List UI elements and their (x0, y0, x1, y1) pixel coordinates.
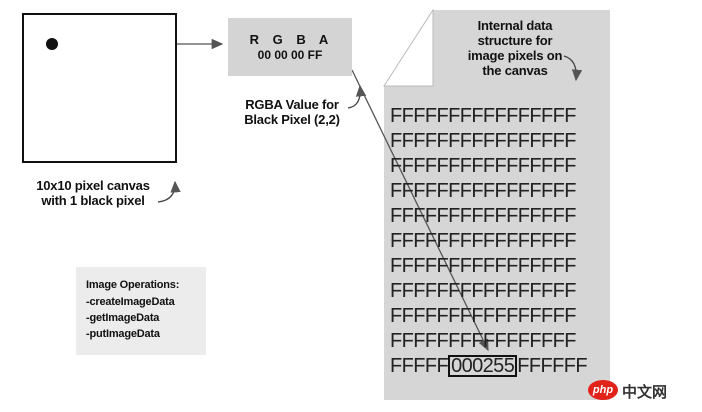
page-fold (383, 8, 434, 87)
rgba-to-data-arrow (351, 69, 489, 352)
rgba-box: R G B A 00 00 00 FF (228, 18, 352, 76)
pixel-data-row: FFFFFFFFFFFFFFFF (390, 305, 576, 327)
watermark-logo: php (588, 380, 618, 400)
operation-item: -getImageData (86, 312, 160, 324)
image-operations-box: Image Operations: -createImageData -getI… (76, 267, 206, 355)
data-page-caption-line1: Internal data (477, 18, 553, 33)
data-page (384, 10, 610, 400)
pixel-data-row: FFFFFFFFFFFFFFFF (390, 255, 576, 277)
pixel-data-row: FFFFFFFFFFFFFFFF (390, 205, 576, 227)
canvas-caption-hook-arrow (157, 180, 181, 203)
data-page-caption-line2: structure for (477, 33, 553, 48)
page-caption-hook-arrow (563, 55, 583, 82)
data-page-caption-line3: image pixels on (467, 48, 563, 63)
pixel-data-row: FFFFFFFFFFFFFFFF (390, 180, 576, 202)
rgba-caption-line2: Black Pixel (2,2) (244, 112, 340, 127)
pixel-data-row: FFFFFFFFFFFFFFFF (390, 330, 576, 352)
operations-title: Image Operations: (86, 279, 180, 291)
canvas-caption-line1: 10x10 pixel canvas (36, 178, 150, 193)
black-pixel-value-highlight: 000255 (448, 355, 518, 377)
pixel-data-row: FFFFFFFFFFFFFFFF (390, 130, 576, 152)
pixel-data-row: FFFFFFFFFFFFFFFF (390, 105, 576, 127)
last-row-prefix: FFFFF (390, 355, 449, 377)
rgba-caption-line1: RGBA Value for (245, 97, 339, 112)
rgba-caption: RGBA Value for Black Pixel (2,2) (232, 97, 352, 127)
rgba-value: 00 00 00 FF (257, 48, 323, 62)
watermark: php 中文网 (588, 378, 698, 404)
rgba-header: R G B A (249, 32, 331, 47)
pixel-canvas (22, 13, 177, 163)
pixel-data-row: FFFFFFFFFFFFFFFF (390, 280, 576, 302)
data-page-caption-line4: the canvas (482, 63, 548, 78)
data-page-caption: Internal data structure for image pixels… (440, 18, 590, 78)
operation-item: -putImageData (86, 328, 160, 340)
canvas-caption-line2: with 1 black pixel (41, 193, 145, 208)
pixel-data-row: FFFFFFFFFFFFFFFF (390, 155, 576, 177)
black-pixel-dot (46, 38, 58, 50)
last-row-suffix: FFFFFF (517, 355, 587, 377)
operation-item: -createImageData (86, 296, 175, 308)
watermark-text: 中文网 (622, 384, 668, 401)
pixel-data-row: FFFFFFFFFFFFFFFF (390, 230, 576, 252)
rgba-caption-hook-arrow (347, 84, 367, 109)
canvas-caption: 10x10 pixel canvas with 1 black pixel (18, 178, 168, 208)
